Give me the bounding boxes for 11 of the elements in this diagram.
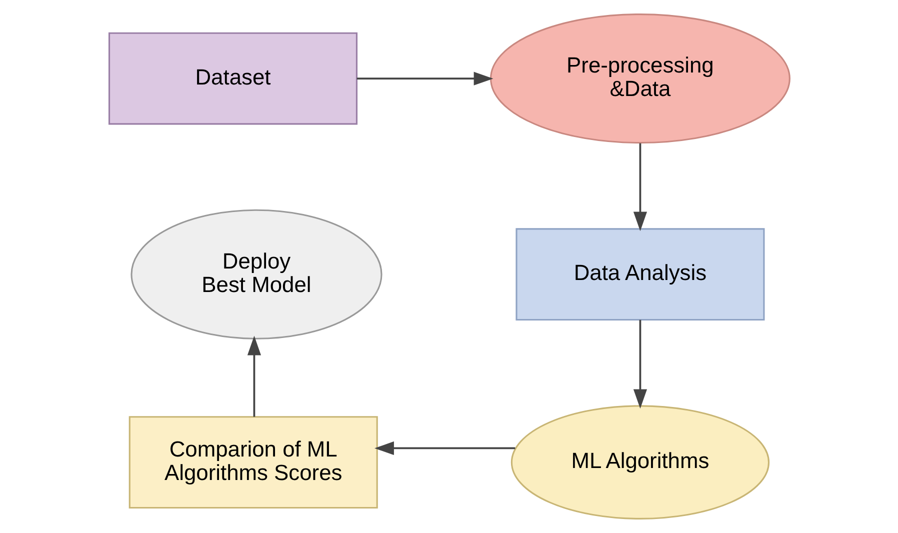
node-ellipse: Pre-processing &Data: [489, 14, 790, 144]
arrow: [374, 441, 515, 456]
node-ellipse: ML Algorithms: [510, 405, 770, 520]
node-box: Comparion of ML Algorithms Scores: [128, 416, 378, 509]
node-ellipse: Deploy Best Model: [130, 209, 382, 340]
arrow: [246, 336, 261, 417]
node-box: Data Analysis: [515, 228, 764, 321]
node-box: Dataset: [108, 32, 358, 125]
arrow: [356, 72, 493, 86]
arrow: [632, 320, 647, 409]
arrow: [632, 143, 647, 232]
